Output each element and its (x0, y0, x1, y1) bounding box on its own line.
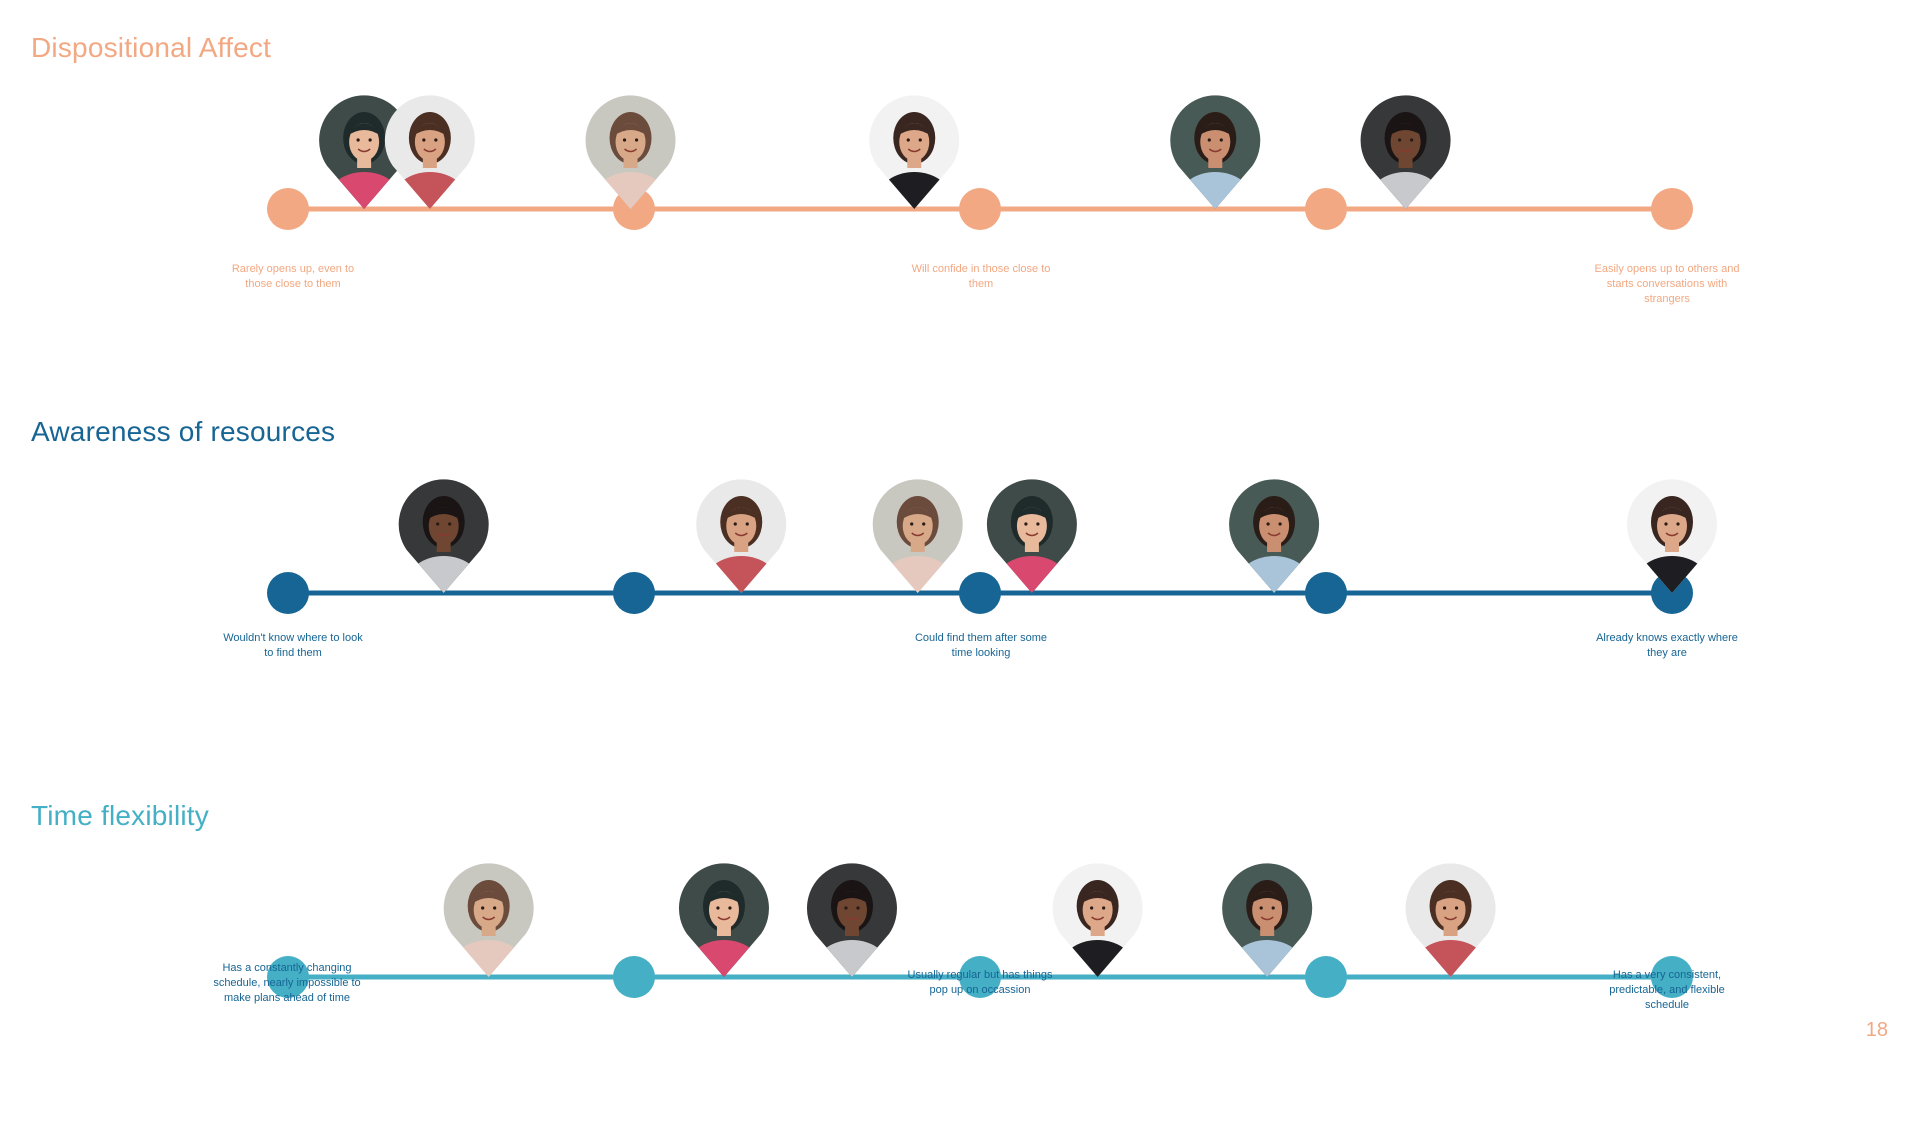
page-number: 18 (1865, 1019, 1888, 1041)
person-pin-man-short-hair-smiling[interactable] (1229, 479, 1320, 608)
scale-label-mid: Will confide in those close to them (911, 263, 1051, 290)
person-pin-woman-glasses-teal-hair[interactable] (319, 95, 410, 224)
person-pin-man-beard-plaid[interactable] (1405, 863, 1496, 992)
person-pin-woman-glasses-teal-hair[interactable] (986, 479, 1077, 608)
person-pin-woman-long-hair-necklace[interactable] (872, 479, 963, 608)
person-pin-woman-braids[interactable] (806, 863, 897, 992)
scale-label-high: Easily opens up to others and starts con… (1594, 263, 1740, 305)
person-pin-woman-long-hair-necklace[interactable] (585, 95, 676, 224)
scale-label-mid: Could find them after some time looking (914, 632, 1048, 659)
person-pin-man-short-hair-smiling[interactable] (1222, 863, 1313, 992)
scale-node (1305, 188, 1347, 230)
person-pin-man-beard-plaid[interactable] (384, 95, 475, 224)
person-pin-woman-curly-hair[interactable] (1052, 863, 1143, 992)
scale-label-low: Rarely opens up, even to those close to … (231, 263, 355, 290)
scale-label-low: Wouldn't know where to look to find them (223, 632, 363, 659)
scale-node (1305, 956, 1347, 998)
scale-node (959, 572, 1001, 614)
scale-label-high: Already knows exactly where they are (1596, 632, 1738, 659)
scale-node (267, 572, 309, 614)
scale-node (959, 188, 1001, 230)
section-awareness-of-resources: Awareness of resources Wouldn't know whe… (0, 384, 1920, 744)
person-pin-man-short-hair-smiling[interactable] (1170, 95, 1261, 224)
person-pin-woman-curly-hair[interactable] (1627, 479, 1717, 608)
scale-track (267, 479, 1717, 614)
scale-node (1651, 188, 1693, 230)
scale-node (959, 956, 1001, 998)
person-pin-woman-long-hair-necklace[interactable] (443, 863, 534, 992)
scale-label-high: Has a very consistent, predictable, and … (1609, 969, 1725, 1011)
scale-node (267, 956, 309, 998)
scale-node (267, 188, 309, 230)
section-time-flexibility: Time flexibility Has a constantly changi… (0, 768, 1920, 1128)
scale-node (1651, 956, 1693, 998)
scale-node (613, 572, 655, 614)
section-dispositional-affect: Dispositional Affect Rarely opens up, ev… (0, 0, 1920, 360)
person-pin-woman-braids[interactable] (398, 479, 489, 608)
section-title: Time flexibility (31, 800, 209, 831)
section-title: Dispositional Affect (31, 32, 272, 63)
scale-node (613, 956, 655, 998)
scale-track (267, 863, 1693, 998)
scale-track (267, 95, 1693, 230)
person-pin-woman-curly-hair[interactable] (869, 95, 960, 224)
person-pin-woman-braids[interactable] (1360, 95, 1451, 224)
scale-label-mid: Usually regular but has things pop up on… (907, 969, 1053, 996)
scale-node (1305, 572, 1347, 614)
section-title: Awareness of resources (31, 416, 336, 447)
person-pin-woman-glasses-teal-hair[interactable] (678, 863, 769, 992)
scale-label-low: Has a constantly changing schedule, near… (213, 962, 361, 1004)
person-pin-man-beard-plaid[interactable] (696, 479, 787, 608)
